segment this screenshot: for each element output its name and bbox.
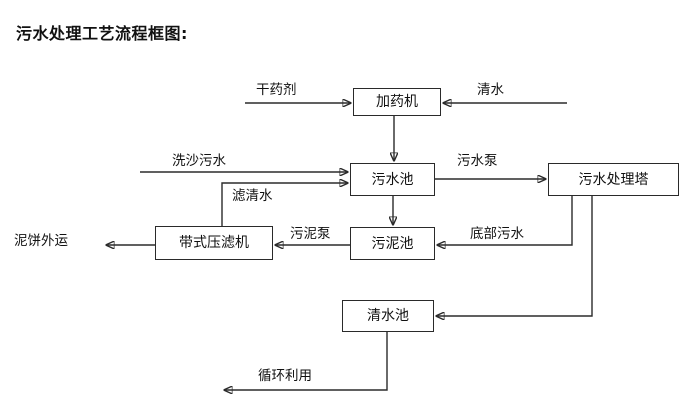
- edge-label-bottom-sewage: 底部污水: [470, 226, 524, 242]
- node-sewage-pit-label: 污水池: [371, 171, 414, 188]
- page-title: 污水处理工艺流程框图:: [16, 24, 188, 43]
- wire-filtrate-to-sewagepit: [221, 183, 348, 226]
- edge-label-recycle-reuse: 循环利用: [258, 368, 312, 384]
- node-sludge-pit-label: 污泥池: [371, 235, 414, 252]
- edge-label-clean-water: 清水: [477, 82, 504, 98]
- wire-tower-to-sludgepit: [437, 196, 573, 245]
- node-clear-water-pit-label: 清水池: [367, 308, 409, 324]
- edge-label-sand-washing-sewage: 洗沙污水: [172, 153, 226, 169]
- node-sewage-treatment-tower-label: 污水处理塔: [578, 171, 649, 188]
- edge-label-sludge-pump: 污泥泵: [290, 226, 331, 242]
- terminal-label-mud-cake-transport: 泥饼外运: [14, 233, 68, 249]
- node-belt-filter-press[interactable]: 带式压滤机: [155, 226, 273, 260]
- node-sewage-treatment-tower[interactable]: 污水处理塔: [548, 163, 679, 196]
- node-belt-filter-press-label: 带式压滤机: [179, 235, 249, 251]
- node-dosing-machine-label: 加药机: [376, 94, 418, 110]
- node-sludge-pit[interactable]: 污泥池: [350, 227, 435, 260]
- node-sewage-pit[interactable]: 污水池: [350, 163, 435, 196]
- wire-clearpit-to-recycle: [224, 332, 388, 390]
- node-dosing-machine[interactable]: 加药机: [353, 88, 441, 116]
- edge-label-filtered-clear-water: 滤清水: [232, 188, 273, 204]
- edge-label-sewage-pump: 污水泵: [457, 153, 498, 169]
- node-clear-water-pit[interactable]: 清水池: [342, 300, 434, 332]
- edge-label-dry-chemical: 干药剂: [256, 82, 297, 98]
- wire-tower-to-clearpit: [436, 196, 593, 316]
